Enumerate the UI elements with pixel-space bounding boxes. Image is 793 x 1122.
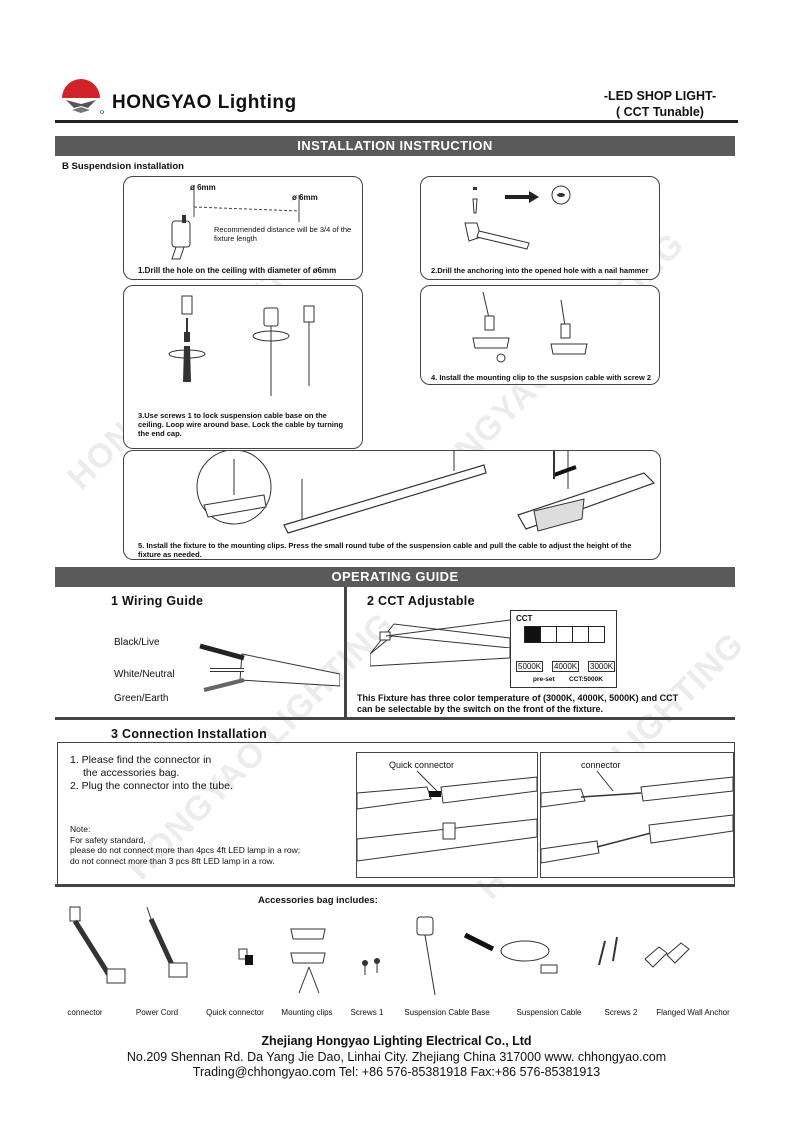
step3-box: 3.Use screws 1 to lock suspension cable … <box>123 285 363 449</box>
cct-description: This Fixture has three color temperature… <box>357 693 679 714</box>
cct-fixture-illustration <box>370 619 510 667</box>
acc-flanged-wall-anchor: Flanged Wall Anchor <box>656 1008 730 1017</box>
header-rule <box>55 120 738 123</box>
step1-caption: 1.Drill the hole on the ceiling with dia… <box>138 266 337 275</box>
company-contact: No.209 Shennan Rd. Da Yang Jie Dao, Linh… <box>126 1050 667 1079</box>
cct-label: CCT <box>516 614 533 623</box>
cct-switch-slot <box>524 626 541 643</box>
drill-ceiling-illustration <box>171 185 300 260</box>
connection-step2: 2. Plug the connector into the tube. <box>70 780 233 792</box>
installation-title-bar: INSTALLATION INSTRUCTION <box>55 136 735 156</box>
company-name: Zhejiang Hongyao Lighting Electrical Co.… <box>261 1034 532 1048</box>
cct-preset-label: pre-set <box>533 676 555 683</box>
connection-step1: 1. Please find the connector in <box>70 754 212 766</box>
acc-suspension-cable-base: Suspension Cable Base <box>404 1008 490 1017</box>
cable-base-illustration <box>168 295 315 396</box>
cct-switch[interactable] <box>524 626 605 648</box>
brand-logo-icon <box>62 79 104 114</box>
acc-quick-connector: Quick connector <box>206 1008 264 1017</box>
hole-diameter-a: ø 6mm <box>190 183 216 192</box>
product-title: -LED SHOP LIGHT- ( CCT Tunable) <box>603 89 717 119</box>
wire-white-label: White/Neutral <box>114 669 175 680</box>
cct-option-4000k: 4000K <box>552 661 580 672</box>
recommended-distance: Recommended distance will be 3/4 of the … <box>214 225 352 243</box>
cct-switch-slot <box>556 626 573 643</box>
operating-title-bar: OPERATING GUIDE <box>55 567 735 587</box>
connection-heading: 3 Connection Installation <box>111 727 268 741</box>
wiring-guide-heading: 1 Wiring Guide <box>111 594 204 608</box>
mounting-clip-illustration <box>472 291 588 363</box>
connection-note: Note: For safety standard, please do not… <box>70 824 301 866</box>
step2-caption: 2.Drill the anchoring into the opened ho… <box>431 266 649 275</box>
wiring-cable-illustration <box>199 643 340 692</box>
acc-mounting-clips: Mounting clips <box>281 1008 333 1017</box>
connector-panel: connector <box>540 752 734 878</box>
connection-step1-cont: the accessories bag. <box>83 767 180 779</box>
step4-box: 4. Install the mounting clip to the susp… <box>420 285 660 385</box>
cct-option-5000k: 5000K <box>516 661 544 672</box>
section-rule <box>55 717 735 720</box>
step1-box: ø 6mm ø 6mm Recommended distance will be… <box>123 176 363 280</box>
acc-power-cord: Power Cord <box>135 1008 179 1017</box>
section-title: B Suspendsion installation <box>62 161 184 172</box>
connection-rule <box>55 884 735 887</box>
cct-switch-panel: CCT 5000K 4000K 3000K pre-set CCT:5000K <box>510 610 617 688</box>
step5-box: 5. Install the fixture to the mounting c… <box>123 450 661 560</box>
cct-option-3000k: 3000K <box>588 661 616 672</box>
wire-black-label: Black/Live <box>114 637 160 648</box>
acc-connector: connector <box>67 1008 103 1017</box>
fixture-install-illustration <box>196 451 656 534</box>
step2-box: 2.Drill the anchoring into the opened ho… <box>420 176 660 280</box>
hammer-anchor-illustration <box>464 185 571 250</box>
cct-switch-slot <box>540 626 557 643</box>
cct-heading: 2 CCT Adjustable <box>367 594 475 608</box>
brand-name: HONGYAO Lighting <box>112 92 297 113</box>
quick-connector-panel: Quick connector <box>356 752 538 878</box>
quick-connector-illustration <box>357 770 537 862</box>
acc-screws-2: Screws 2 <box>604 1008 638 1017</box>
acc-screws-1: Screws 1 <box>350 1008 384 1017</box>
quick-connector-label: Quick connector <box>389 760 455 770</box>
step5-caption: 5. Install the fixture to the mounting c… <box>138 541 632 559</box>
section-divider <box>344 587 347 720</box>
cct-switch-slot <box>588 626 605 643</box>
hole-diameter-b: ø 6mm <box>292 193 318 202</box>
step3-caption: 3.Use screws 1 to lock suspension cable … <box>138 411 344 438</box>
accessories-title: Accessories bag includes: <box>258 895 378 906</box>
cct-preset-value: CCT:5000K <box>569 676 603 683</box>
cct-switch-slot <box>572 626 589 643</box>
wire-green-label: Green/Earth <box>114 693 169 704</box>
connector-illustration <box>541 770 733 864</box>
step4-caption: 4. Install the mounting clip to the susp… <box>431 373 652 382</box>
accessories-illustration <box>69 906 690 996</box>
acc-suspension-cable: Suspension Cable <box>516 1008 582 1017</box>
connector-label: connector <box>581 760 621 770</box>
